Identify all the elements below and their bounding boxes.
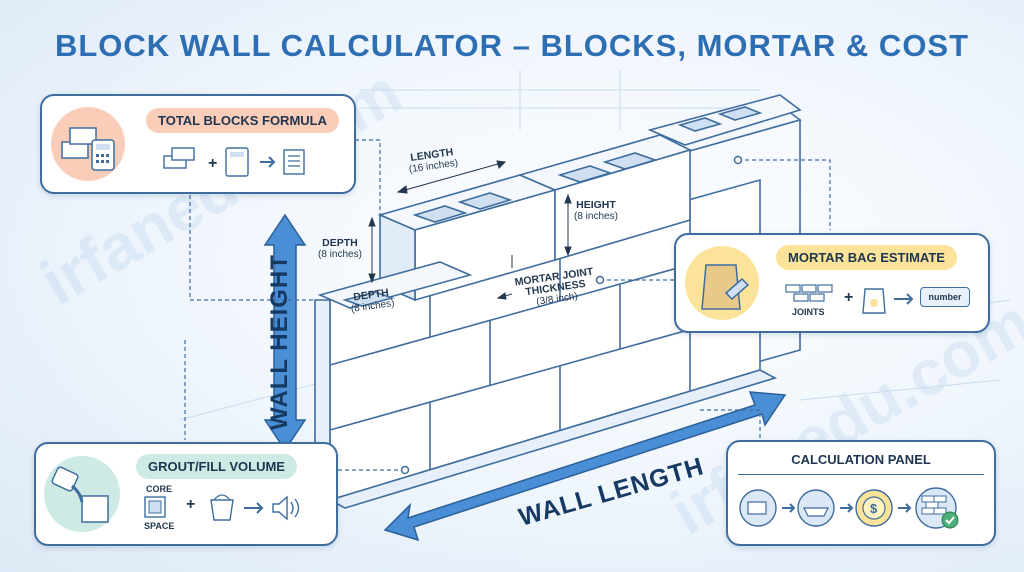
- svg-text:+: +: [208, 155, 217, 172]
- joints-label: JOINTS: [792, 307, 825, 317]
- calculation-steps-icons: $: [739, 487, 959, 529]
- plus-sign-2: +: [186, 496, 196, 513]
- joints-icon: [785, 284, 833, 302]
- mortar-bag-trowel-icon: [685, 246, 759, 320]
- formula-row-icons: +: [163, 147, 305, 177]
- wall-length-arrow: [383, 391, 787, 542]
- blocks-calculator-icon: [51, 107, 125, 181]
- grout-fill-card: GROUT/FILL VOLUME CORE SPACE +: [34, 442, 338, 546]
- plus-sign: +: [844, 289, 854, 306]
- bucket-icon: [210, 494, 234, 521]
- volume-icon: [272, 495, 300, 521]
- number-output-box: number: [920, 287, 970, 307]
- depth-dimension-label: DEPTH (8 inches): [318, 237, 362, 261]
- grout-pour-icon: [44, 456, 120, 532]
- grout-title: GROUT/FILL VOLUME: [136, 454, 297, 479]
- dimension-lines: [368, 160, 572, 300]
- core-label: CORE: [146, 484, 173, 494]
- grid-lines: [179, 70, 1011, 421]
- space-label: SPACE: [144, 521, 175, 531]
- arrow-icon-2: [244, 502, 264, 514]
- connector-lines: [184, 139, 831, 471]
- total-blocks-card: TOTAL BLOCKS FORMULA +: [40, 94, 356, 194]
- svg-text:$: $: [870, 501, 878, 516]
- height-dimension-label: HEIGHT (8 inches): [574, 199, 618, 223]
- cement-bag-icon: [862, 288, 886, 314]
- calculation-panel-card: CALCULATION PANEL $: [726, 440, 996, 546]
- height-value: (8 inches): [574, 211, 618, 222]
- arrow-icon: [894, 293, 914, 305]
- mortar-title: MORTAR BAG ESTIMATE: [776, 245, 957, 270]
- page-title: BLOCK WALL CALCULATOR – BLOCKS, MORTAR &…: [54, 28, 970, 63]
- depth-value: (8 inches): [318, 249, 362, 260]
- height-label: HEIGHT: [576, 199, 616, 211]
- depth-label: DEPTH: [322, 237, 358, 249]
- mortar-bag-card: MORTAR BAG ESTIMATE JOINTS + number: [674, 233, 990, 333]
- total-blocks-title: TOTAL BLOCKS FORMULA: [146, 108, 339, 133]
- calc-panel-title: CALCULATION PANEL: [791, 452, 931, 467]
- core-space-icon: [144, 496, 166, 518]
- calc-panel-divider: [738, 474, 984, 475]
- wall-height-label: WALL HEIGHT: [266, 254, 293, 430]
